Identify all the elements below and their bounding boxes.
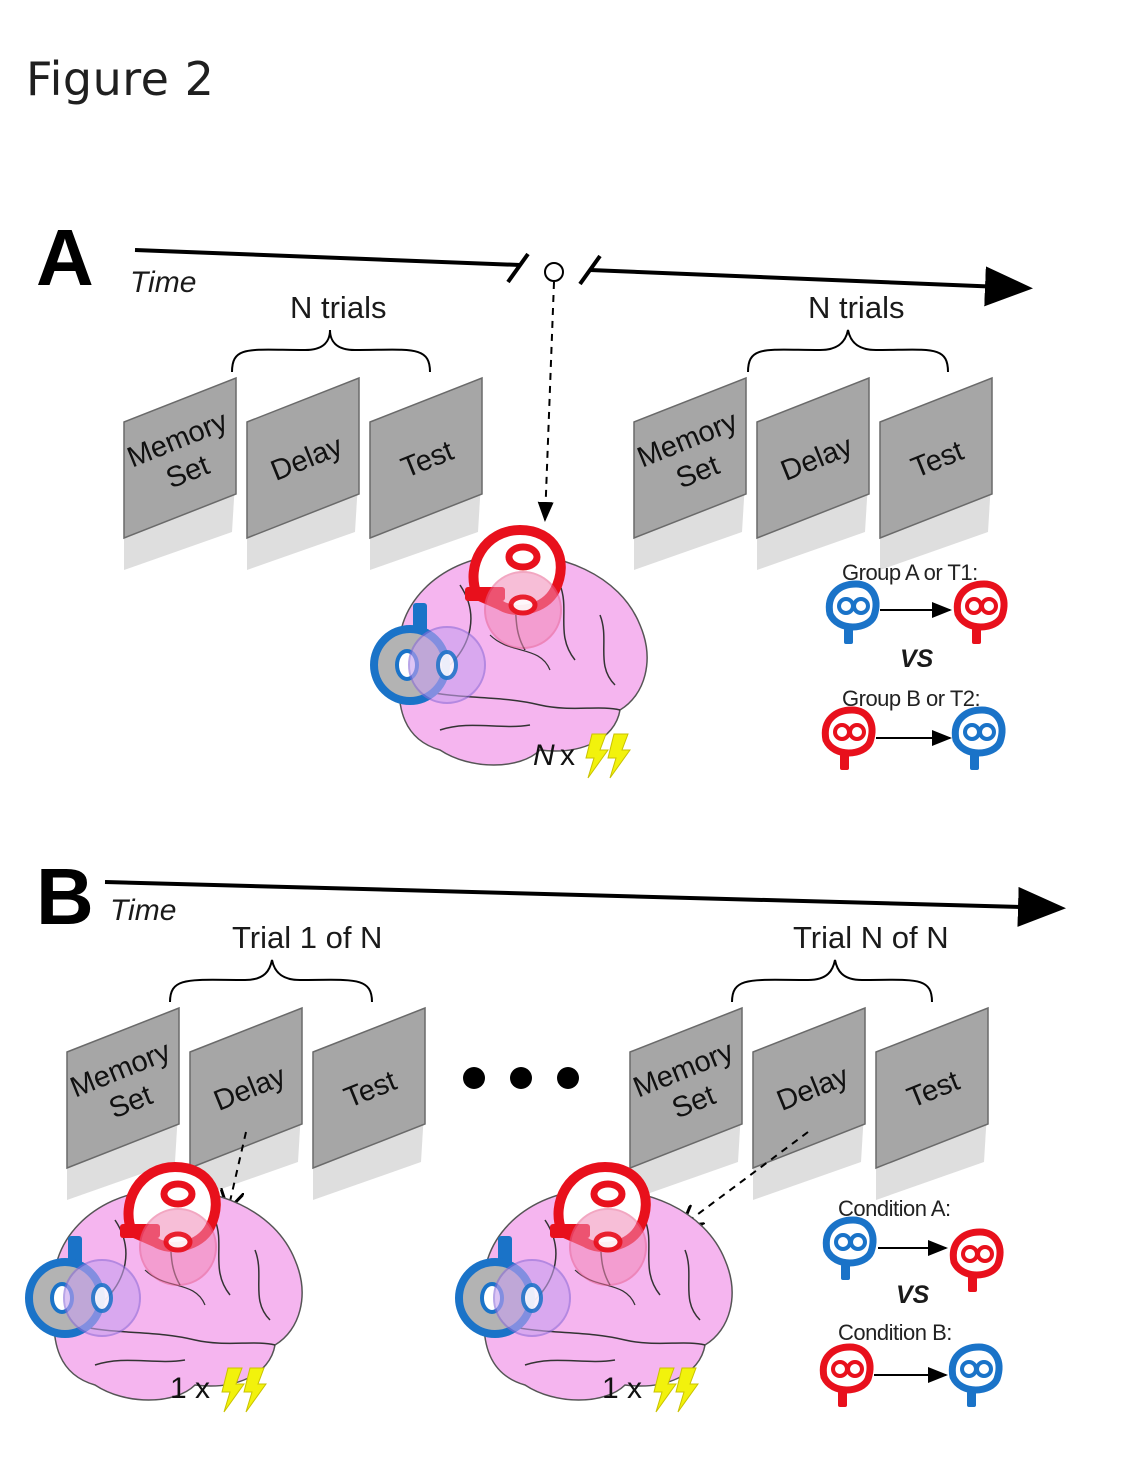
panel-a: A Time N trials N trials Memory Set Dela…	[36, 213, 1033, 779]
timepoint-marker	[544, 262, 564, 282]
legend-b-vs: VS	[896, 1281, 930, 1309]
brace-label-a-left: N trials	[290, 290, 386, 325]
card-test-a2: Test	[879, 377, 993, 571]
card-test-b1: Test	[312, 1007, 426, 1201]
mini-coil-blue-icon	[829, 584, 876, 644]
panel-a-letter: A	[36, 213, 94, 302]
card-delay-a2: Delay	[756, 377, 870, 571]
stim-count-b-left: 1 x	[170, 1372, 210, 1405]
mini-coil-red-icon	[953, 1232, 1000, 1292]
stim-pointer-a	[537, 281, 555, 522]
panel-b-letter: B	[36, 852, 94, 941]
brace-label-b-right: Trial N of N	[793, 920, 949, 955]
timeline-b-arrow	[104, 880, 1066, 927]
timeline-a-left	[134, 248, 521, 267]
legend-a-first: Group A or T1:	[842, 560, 978, 585]
card-memory-set-a1: Memory Set	[123, 377, 237, 571]
page-title: Figure 2	[26, 52, 215, 106]
brace-a-left	[231, 329, 431, 373]
legend-b-second: Condition B:	[838, 1320, 952, 1345]
card-test-a1: Test	[369, 377, 483, 571]
mini-coil-blue-icon	[955, 710, 1002, 770]
ellipsis-dots-icon	[463, 1067, 579, 1089]
mini-coil-red-icon	[823, 1347, 870, 1407]
panel-b: B Time Trial 1 of N Trial N of N Memory …	[29, 852, 1066, 1413]
timeline-a-break-left	[506, 252, 530, 284]
time-label-b: Time	[110, 894, 176, 927]
card-delay-b1: Delay	[189, 1007, 303, 1201]
card-delay-a1: Delay	[246, 377, 360, 571]
card-memory-set-a2: Memory Set	[633, 377, 747, 571]
brace-b-left	[169, 959, 373, 1003]
mini-coil-blue-icon	[826, 1220, 873, 1280]
stim-count-b-right: 1 x	[602, 1372, 642, 1405]
brace-label-b-left: Trial 1 of N	[232, 920, 382, 955]
card-delay-b2: Delay	[752, 1007, 866, 1201]
mini-coil-red-icon	[957, 584, 1004, 644]
mini-coil-blue-icon	[952, 1347, 999, 1407]
legend-a-vs: VS	[900, 645, 934, 673]
time-label-a: Time	[130, 266, 196, 299]
legend-a: Group A or T1: VS Group B or T2:	[825, 560, 1004, 770]
card-memory-set-b1: Memory Set	[66, 1007, 180, 1201]
brace-a-right	[747, 329, 949, 373]
stim-count-n: N	[533, 739, 555, 772]
lightning-bolt-icon	[585, 733, 631, 779]
brace-label-a-right: N trials	[808, 290, 904, 325]
legend-b: Condition A: VS Condition B:	[823, 1196, 1000, 1407]
legend-a-second: Group B or T2:	[842, 686, 980, 711]
timeline-a-arrow	[589, 266, 1033, 307]
card-test-b2: Test	[875, 1007, 989, 1201]
card-memory-set-b2: Memory Set	[629, 1007, 743, 1201]
mini-coil-red-icon	[825, 710, 872, 770]
stim-pointer-b-right	[682, 1131, 809, 1226]
stim-pointer-b-left	[228, 1131, 247, 1210]
stim-count-x: x	[560, 739, 575, 772]
brace-b-right	[731, 959, 933, 1003]
